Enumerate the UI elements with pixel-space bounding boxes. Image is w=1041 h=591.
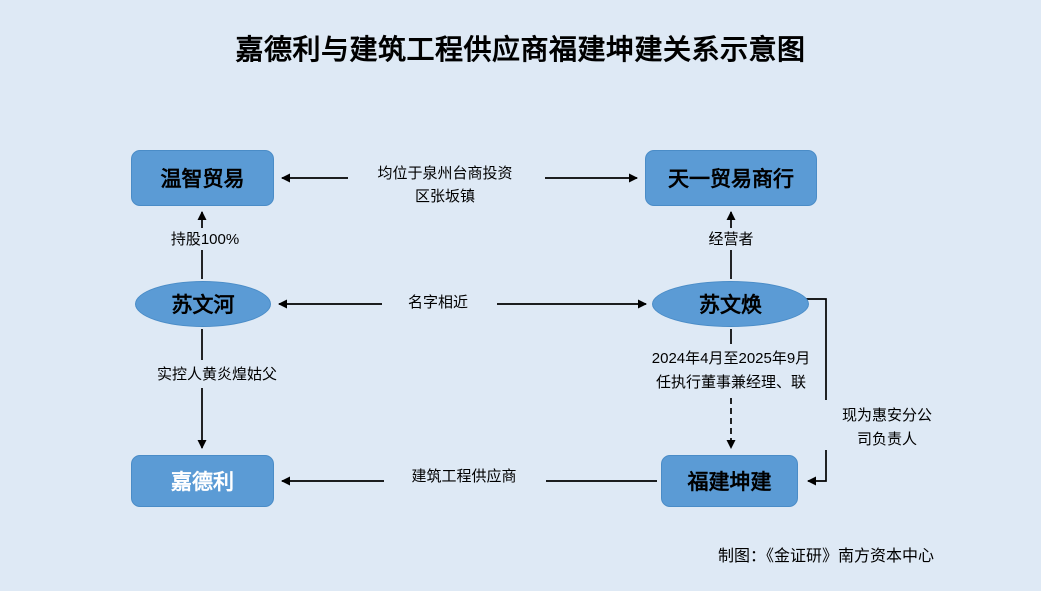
connector-label-director-tenure: 2024年4月至2025年9月 任执行董事兼经理、联 [622,347,840,395]
node-su-wenhuan[interactable]: 苏文焕 [652,281,809,327]
connector-label-operator: 经营者 [690,228,772,251]
connector-label-similar-names: 名字相近 [386,291,490,314]
node-wenzhi-trading[interactable]: 温智贸易 [131,150,274,206]
node-label: 苏文焕 [699,294,762,317]
node-jiadeli[interactable]: 嘉德利 [131,455,274,507]
label-line: 2024年4月至2025年9月 [651,350,811,367]
label-line: 持股100% [170,231,240,248]
label-line: 区张坂镇 [414,188,475,206]
node-label: 福建坤建 [687,471,772,494]
node-tianyi-trading[interactable]: 天一贸易商行 [645,150,817,206]
label-line: 司负责人 [856,431,917,448]
node-label: 苏文河 [171,294,235,317]
label-line: 均位于泉州台商投资 [377,165,513,182]
credit-footer: 制图：《金证研》南方资本中心 [718,548,935,565]
node-su-wenhe[interactable]: 苏文河 [135,281,271,327]
connector-label-branch-manager: 现为惠安分公 司负责人 [833,404,941,452]
label-line: 任执行董事兼经理、联 [655,374,806,391]
label-line: 建筑工程供应商 [411,468,517,485]
label-line: 名字相近 [407,294,468,311]
connector-label-location: 均位于泉州台商投资 区张坂镇 [352,162,538,209]
label-line: 现为惠安分公 [841,407,932,424]
connector-branch [806,298,827,486]
node-label: 温智贸易 [160,168,245,191]
label-line: 经营者 [708,231,754,248]
page-title: 嘉德利与建筑工程供应商福建坤建关系示意图 [235,34,806,65]
label-line: 实控人黄炎煌姑父 [156,366,277,383]
node-label: 天一贸易商行 [668,168,794,191]
connector-label-uncle-relation: 实控人黄炎煌姑父 [122,363,312,386]
node-fujian-kunjian[interactable]: 福建坤建 [661,455,798,507]
node-label: 嘉德利 [171,471,234,494]
connector-label-shareholding: 持股100% [150,228,260,251]
connector-label-supplier: 建筑工程供应商 [388,465,540,488]
